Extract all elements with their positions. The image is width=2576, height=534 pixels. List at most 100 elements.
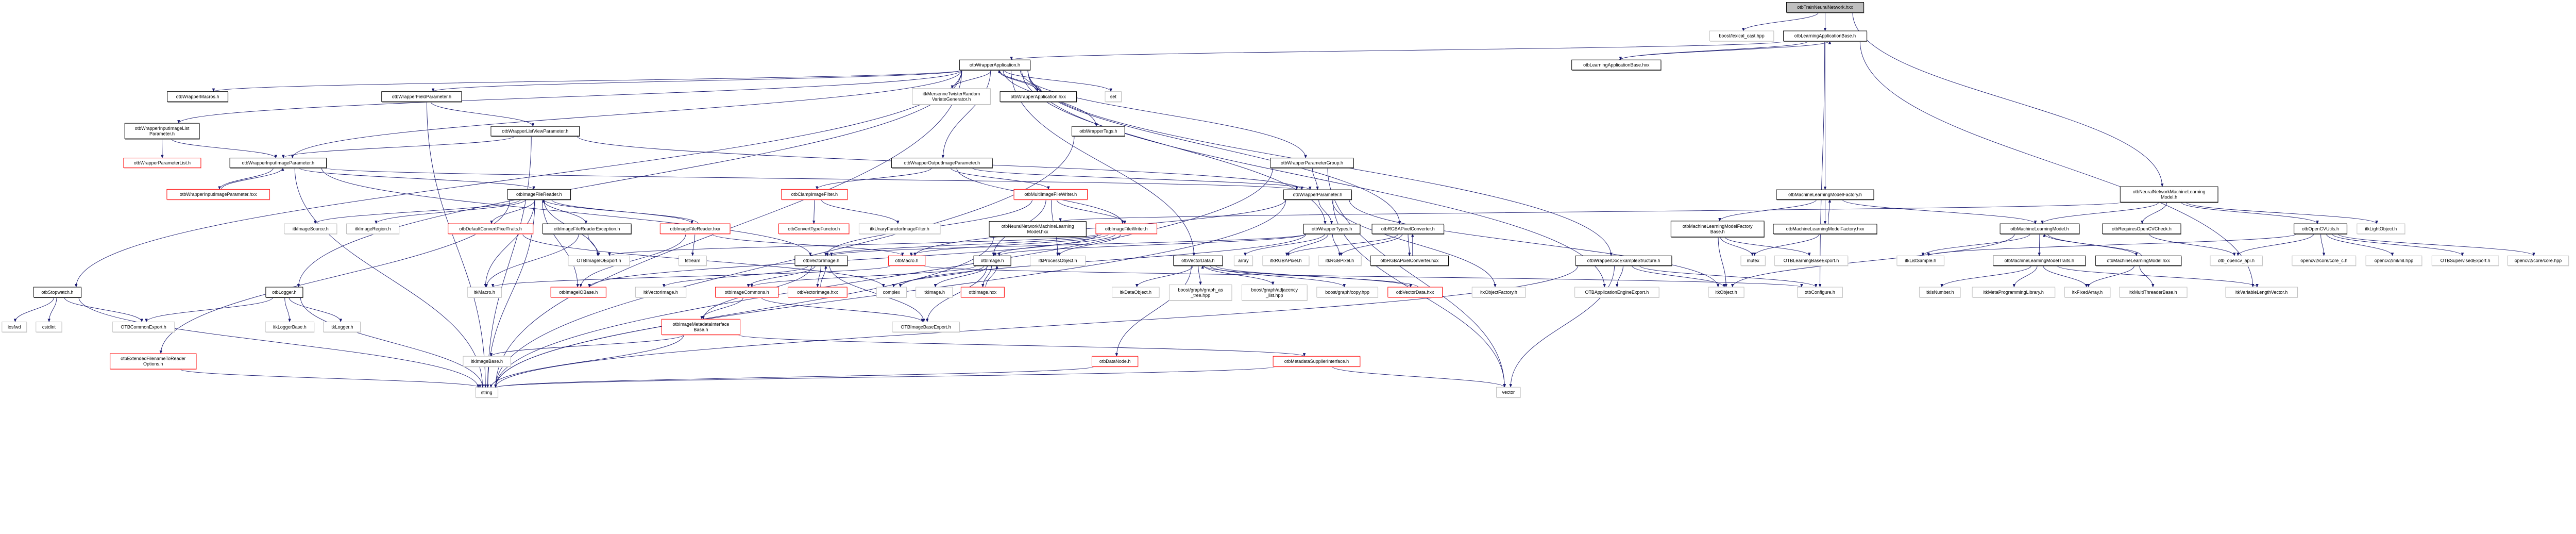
node-box [2292,255,2357,266]
graph-node: cstdint [36,322,62,333]
graph-node[interactable]: otbDefaultConvertPixelTraits.h [448,223,534,235]
graph-node: itkRGBAPixel.h [1262,255,1310,266]
node-label: mutex [1747,258,1759,263]
graph-node: itkLogger.h [323,322,361,333]
graph-node: array [1233,255,1253,266]
node-box [1387,287,1443,298]
node-box [1496,387,1521,398]
node-box [1105,91,1122,102]
graph-node[interactable]: otbLearningApplicationBase.hxx [1571,59,1662,71]
include-dependency-graph: otbTrainNeuralNetwork.hxxboost/lexical_c… [2,2,2569,398]
dependency-edge [1010,41,1786,60]
dependency-edge [284,297,291,323]
graph-node[interactable]: otbImage.hxx [960,287,1005,298]
graph-node[interactable]: otbImageFileWriter.h [1095,223,1158,235]
graph-node[interactable]: otbWrapperInputImageParameter.h [229,158,327,169]
graph-node[interactable]: otbWrapperFieldParameter.h [381,91,462,103]
graph-node[interactable]: otbWrapperTags.h [1072,126,1125,137]
node-box [1173,255,1223,266]
node-label: itkLightObject.h [2365,226,2397,231]
graph-node[interactable]: otbImageCommons.h [715,287,779,298]
graph-node[interactable]: otbImage.h [973,255,1011,266]
graph-node[interactable]: otbConvertTypeFunctor.h [778,223,850,235]
graph-node[interactable]: otbRGBAPixelConverter.h [1371,224,1445,235]
dependency-edge [324,167,1298,190]
node-label: array [1238,258,1249,263]
node-box [892,322,960,332]
node-box [715,287,779,298]
graph-node[interactable]: otbImageFileReader.h [507,189,571,201]
graph-node[interactable]: otbStopwatch.h [33,287,82,298]
graph-node[interactable]: otbMachineLearningModel.h [1999,223,2080,235]
graph-node[interactable]: otbMachineLearningModelTraits.h [1993,255,2086,266]
graph-node: boost/graph/graph_as_tree.hpp [1168,285,1232,302]
node-label: otbRGBAPixelConverter.h [1381,226,1435,231]
graph-node[interactable]: otbMachineLearningModel.hxx [2095,255,2182,266]
dependency-edge [494,136,1075,388]
graph-node[interactable]: otbWrapperListViewParameter.h [490,126,580,137]
graph-node[interactable]: otbWrapperParameterList.h [123,158,201,169]
graph-node[interactable]: otbImageFileReaderException.h [542,223,632,235]
dependency-edge [13,297,55,323]
graph-node[interactable]: otbMacro.h [888,255,926,266]
dependency-edge [1753,233,1820,256]
node-label: otbNeuralNetworkMachineLearning [1002,224,1074,229]
graph-root-node[interactable]: otbTrainNeuralNetwork.hxx [1786,2,1865,13]
graph-node[interactable]: otbWrapperTypes.h [1303,224,1361,235]
graph-node[interactable]: otbWrapperParameterGroup.h [1270,158,1354,169]
node-box [2225,287,2298,298]
dependency-edge [981,265,992,288]
node-label: itkDataObject.h [1120,290,1151,295]
graph-node[interactable]: otbWrapperMacros.h [167,91,229,103]
dependency-edge [1332,233,1341,256]
dependency-edge [1004,70,1112,92]
node-label: otbRGBAPixelConverter.hxx [1380,258,1438,263]
node-box [1708,287,1744,298]
node-label: boost/graph/copy.hpp [1325,290,1369,295]
graph-node[interactable]: otbWrapperParameter.h [1283,189,1352,201]
graph-node[interactable]: otbImageFileReader.hxx [659,223,731,235]
node-box [1030,255,1086,266]
dependency-edge [760,297,924,323]
graph-node[interactable]: otbMultiImageFileWriter.h [1013,189,1088,201]
graph-node[interactable]: otbImageIOBase.h [550,287,607,298]
graph-node: itkFixedArray.h [2064,287,2111,298]
graph-node[interactable]: otbWrapperDocExampleStructure.h [1575,255,1672,266]
graph-node[interactable]: otbVectorData.h [1173,255,1223,266]
graph-node[interactable]: otbRequiresOpenCVCheck.h [2102,223,2181,235]
graph-node[interactable]: otbClampImageFilter.h [781,189,848,201]
graph-node[interactable]: otbDataNode.h [1092,356,1139,368]
node-box [1371,224,1445,235]
dependency-edge [587,233,600,256]
graph-node[interactable]: otbMachineLearningModelFactory.hxx [1773,224,1877,235]
graph-node[interactable]: otbWrapperApplication.h [959,59,1031,71]
graph-node[interactable]: otbLogger.h [265,287,303,298]
graph-node[interactable]: otbMachineLearningModelFactory.h [1776,189,1874,201]
graph-node[interactable]: otbWrapperOutputImageParameter.h [891,158,993,169]
node-box [1013,189,1088,200]
dependency-edge [934,265,988,288]
graph-node: itkObjectFactory.h [1471,287,1526,298]
graph-node[interactable]: otbRGBAPixelConverter.hxx [1370,255,1449,266]
graph-node[interactable]: otbVectorImage.h [794,255,848,266]
dependency-edge [1198,265,1202,286]
dependency-edge [486,136,532,388]
graph-node[interactable]: otbMetadataSupplierInterface.h [1273,356,1361,368]
graph-node[interactable]: otbVectorData.hxx [1387,287,1443,298]
graph-node[interactable]: otbOpenCVUtils.h [2294,223,2348,235]
graph-node[interactable]: otbWrapperInputImageParameter.hxx [166,189,270,201]
dependency-edge [1724,237,1811,256]
node-box [1241,285,1308,301]
graph-node[interactable]: otbVectorImage.hxx [787,287,848,298]
dependency-edge [1332,199,1497,288]
graph-node[interactable]: otbLearningApplicationBase.h [1783,30,1868,42]
dependency-edge [541,199,579,288]
graph-node[interactable]: otbWrapperApplication.hxx [999,91,1077,103]
node-label: itkMultiThreaderBase.h [2129,290,2177,295]
